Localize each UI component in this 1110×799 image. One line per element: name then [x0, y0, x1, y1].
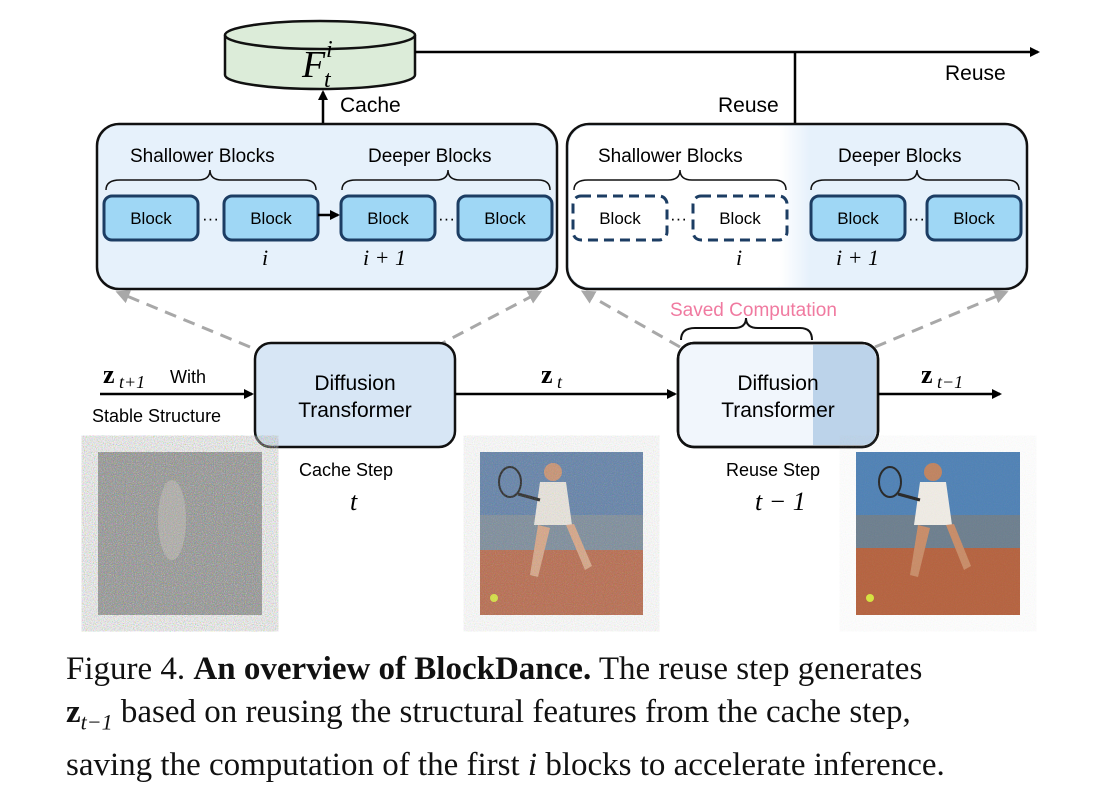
left-deeper-brace	[341, 169, 551, 191]
noise-image	[98, 452, 262, 615]
caption-text-3: saving the computation of the first	[66, 746, 520, 783]
caption-text-2: based on reusing the structural features…	[120, 694, 911, 730]
cache-label: Cache	[340, 94, 401, 117]
svg-text:Block: Block	[719, 209, 761, 228]
right-shallower-brace	[573, 169, 787, 191]
z-mid-label: z t	[541, 360, 563, 392]
cache-step-label: Cache Step	[299, 460, 393, 480]
tennis-image-noisy	[480, 452, 643, 615]
reuse-step-time: t − 1	[755, 487, 806, 516]
svg-text:Diffusion: Diffusion	[737, 372, 818, 395]
right-shallower-label: Shallower Blocks	[598, 146, 743, 167]
left-block-3: Block	[339, 194, 437, 242]
caption-title: An overview of BlockDance.	[193, 651, 592, 687]
projection-arrows	[115, 290, 1009, 349]
svg-text:z: z	[103, 360, 115, 389]
left-shallower-brace	[105, 169, 317, 191]
dit-reuse-step: Diffusion Transformer	[676, 341, 880, 449]
reuse-step-label: Reuse Step	[726, 460, 820, 480]
left-ellipsis-1: ···	[202, 209, 219, 228]
reuse-top-label: Reuse	[945, 62, 1006, 85]
svg-text:z: z	[541, 360, 553, 389]
saved-computation-label: Saved Computation	[670, 300, 837, 321]
svg-text:z: z	[921, 360, 933, 389]
svg-text:Block: Block	[953, 209, 995, 228]
right-block-3: Block	[809, 194, 907, 242]
left-shallower-label: Shallower Blocks	[130, 146, 275, 167]
caption-text-1: The reuse step generates	[598, 651, 923, 687]
right-ellipsis-2: ···	[908, 209, 925, 228]
cache-label-sup: i	[326, 37, 333, 63]
svg-text:Block: Block	[484, 209, 526, 228]
svg-text:Transformer: Transformer	[298, 399, 412, 422]
left-ellipsis-2: ···	[438, 209, 455, 228]
dit-cache-step: Diffusion Transformer	[253, 341, 457, 449]
right-index-i: i	[736, 245, 742, 270]
stable-structure-label: Stable Structure	[92, 406, 221, 426]
cache-label-f: F	[301, 44, 326, 86]
reuse-mid-label: Reuse	[718, 94, 779, 117]
figure-caption: Figure 4. An overview of BlockDance. The…	[66, 648, 1096, 787]
tennis-image-clean	[856, 452, 1020, 615]
svg-text:Block: Block	[837, 209, 879, 228]
svg-text:Block: Block	[130, 209, 172, 228]
saved-computation-brace	[680, 317, 813, 341]
right-index-i1: i + 1	[836, 245, 879, 270]
right-block-2-skipped: Block	[691, 194, 789, 242]
left-index-i1: i + 1	[363, 245, 406, 270]
left-block-2: Block	[222, 194, 320, 242]
cache-store: F t i	[223, 19, 417, 93]
right-block-4: Block	[925, 194, 1023, 242]
z-output-label: z t−1	[921, 360, 963, 392]
left-block-1: Block	[102, 194, 200, 242]
left-block-group	[95, 122, 559, 291]
caption-text-4: blocks to accelerate inference.	[545, 746, 945, 783]
svg-text:t+1: t+1	[119, 372, 145, 392]
right-deeper-label: Deeper Blocks	[838, 146, 962, 167]
svg-text:Diffusion: Diffusion	[314, 372, 395, 395]
right-ellipsis-1: ···	[670, 209, 687, 228]
caption-figure-number: Figure 4.	[66, 651, 186, 687]
svg-text:Block: Block	[367, 209, 409, 228]
cache-label-sub: t	[324, 67, 332, 93]
diagram-canvas: F t i Reuse Reuse Cache Shallower Blocks…	[92, 19, 1040, 615]
svg-text:t: t	[557, 372, 563, 392]
svg-text:Block: Block	[599, 209, 641, 228]
right-block-1-skipped: Block	[571, 194, 669, 242]
cache-step-time: t	[350, 487, 358, 516]
caption-z-symbol: zt−1	[66, 694, 113, 735]
right-deeper-brace	[810, 169, 1020, 191]
svg-text:Block: Block	[250, 209, 292, 228]
caption-i-symbol: i	[527, 746, 538, 783]
svg-text:t−1: t−1	[937, 372, 963, 392]
left-deeper-label: Deeper Blocks	[368, 146, 492, 167]
right-group-saved-region	[569, 126, 797, 287]
left-index-i: i	[262, 245, 268, 270]
z-input-label: z t+1 With	[103, 360, 206, 392]
svg-text:Transformer: Transformer	[721, 399, 835, 422]
left-block-4: Block	[456, 194, 554, 242]
svg-text:With: With	[170, 367, 206, 387]
